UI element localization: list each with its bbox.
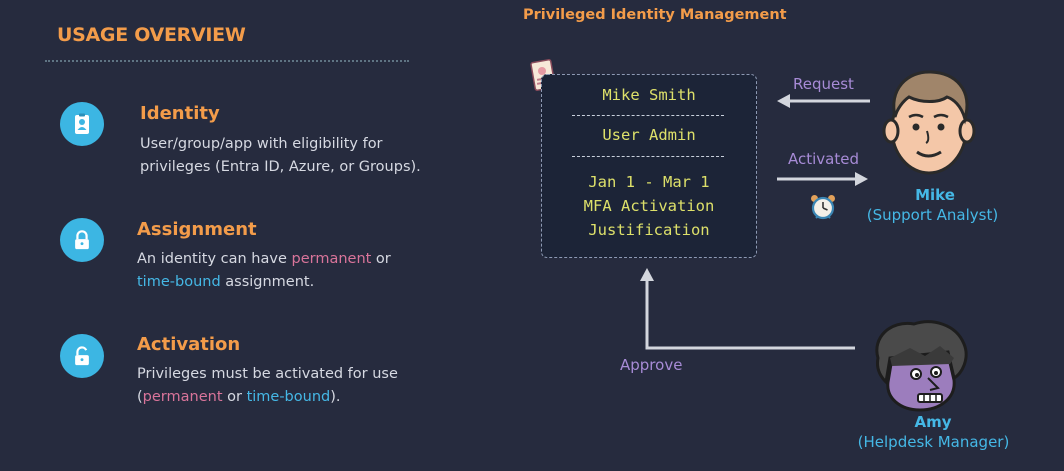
amy-avatar	[870, 318, 970, 418]
lock-icon	[60, 218, 104, 262]
approve-label: Approve	[620, 356, 683, 374]
card-divider	[572, 115, 724, 116]
card-mfa: MFA Activation	[583, 197, 715, 215]
id-badge-icon	[60, 102, 104, 146]
request-label: Request	[793, 75, 854, 93]
card-user-name: Mike Smith	[602, 86, 696, 104]
time-bound-highlight: time-bound	[137, 274, 221, 290]
mike-role: (Support Analyst)	[866, 206, 999, 224]
card-divider	[572, 156, 724, 157]
feature-title-activation: Activation	[137, 334, 241, 355]
mike-avatar	[881, 67, 977, 183]
feature-desc-assignment: An identity can have permanent or time-b…	[137, 251, 391, 290]
permanent-highlight: permanent	[291, 251, 372, 267]
feature-desc-identity: User/group/app with eligibility for priv…	[140, 136, 421, 175]
permanent-highlight: permanent	[142, 389, 223, 405]
alarm-clock-icon	[809, 193, 837, 225]
card-duration: Jan 1 - Mar 1	[588, 173, 710, 191]
section-title: USAGE OVERVIEW	[57, 24, 246, 46]
feature-desc-activation: Privileges must be activated for use (pe…	[137, 366, 398, 405]
card-role: User Admin	[602, 126, 696, 144]
mike-name: Mike	[915, 186, 955, 204]
eligibility-card: Mike Smith User Admin Jan 1 - Mar 1 MFA …	[541, 74, 757, 258]
activated-label: Activated	[788, 150, 859, 168]
amy-name: Amy	[914, 413, 952, 431]
divider	[45, 60, 409, 62]
unlock-icon	[60, 334, 104, 378]
feature-title-assignment: Assignment	[137, 219, 257, 240]
card-justification: Justification	[588, 221, 710, 239]
feature-title-identity: Identity	[140, 103, 220, 124]
diagram-title: Privileged Identity Management	[523, 7, 787, 23]
time-bound-highlight: time-bound	[246, 389, 331, 405]
amy-role: (Helpdesk Manager)	[857, 433, 1010, 451]
